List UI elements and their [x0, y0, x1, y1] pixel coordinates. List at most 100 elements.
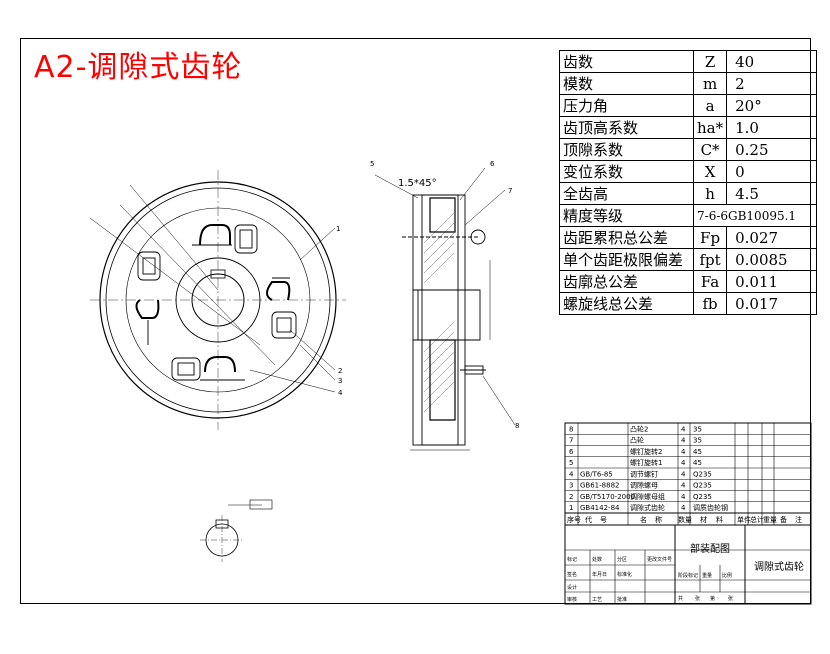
bom-header: 序号代号名称数量材料单件总计重量备注: [567, 515, 802, 524]
title-block: [565, 525, 811, 604]
title-block-labels: 标记处数分区更改文件号签名年月日设计标准化审核工艺批准阶段标记重量比例共张第张: [567, 556, 733, 603]
title-block-label: 标准化: [617, 571, 632, 578]
param-symbol: C*: [692, 138, 728, 161]
title-block-label: 共: [678, 595, 683, 602]
callout-4: 4: [338, 389, 343, 397]
param-symbol: Fp: [692, 226, 728, 249]
bom-header-cell: 号: [600, 516, 607, 524]
param-symbol: m: [692, 72, 728, 95]
bom-cell-name: 螺钉旋转1: [630, 458, 662, 467]
bom-header-cell: 数量: [678, 515, 692, 524]
bom-header-cell: 代: [585, 515, 592, 524]
adjuster-left: [135, 251, 161, 345]
title-block-label: 分区: [617, 556, 627, 563]
callout-8: 8: [515, 422, 519, 430]
param-symbol: X: [692, 160, 728, 183]
bom-cell-qty: 4: [681, 493, 686, 501]
title-block-label: 年月日: [592, 571, 607, 578]
chamfer-label: 1.5*45°: [398, 178, 437, 189]
bom-cell-qty: 4: [681, 459, 686, 467]
callout-1: 1: [336, 225, 340, 233]
param-value: 0.25: [726, 138, 818, 161]
bom-cell-name: 调隙螺母组: [630, 492, 665, 501]
bom-header-cell: 料: [716, 515, 723, 524]
bom-cell-material: Q235: [693, 493, 712, 501]
bom-cell-qty: 4: [681, 425, 686, 433]
title-block-label: 工艺: [592, 597, 602, 603]
bom-cell-qty: 4: [681, 437, 686, 445]
param-value: 0.027: [726, 226, 818, 249]
bom-cell-code: GB61-8882: [580, 482, 619, 490]
param-name: 齿顶高系数: [559, 116, 694, 139]
part-name: 调隙式齿轮: [754, 560, 804, 573]
param-value: 20°: [726, 94, 818, 117]
param-symbol: h: [692, 182, 728, 205]
param-name: 顶隙系数: [559, 138, 694, 161]
param-name: 螺旋线总公差: [559, 292, 694, 315]
bom-cell-no: 2: [569, 493, 573, 501]
bom-cell-name: 调隙螺母: [630, 481, 658, 490]
bom-cell-name: 凸轮2: [630, 424, 648, 433]
bom-header-cell: 序号: [567, 515, 581, 524]
callout-6: 6: [490, 160, 495, 168]
bom-cell-qty: 4: [681, 482, 686, 490]
bom-header-cell: 重量: [763, 516, 777, 524]
adjuster-right: [266, 277, 297, 339]
bom-cell-no: 8: [569, 425, 573, 433]
front-view: [89, 170, 346, 430]
section-view: [374, 167, 516, 451]
title-block-label: 批准: [617, 596, 627, 603]
bom-cell-qty: 4: [681, 448, 686, 456]
side-callouts: 5 6 7 8: [370, 160, 519, 430]
callout-7: 7: [508, 187, 512, 195]
bom-header-cell: 总计: [750, 515, 764, 524]
bom-cell-material: 45: [693, 459, 702, 467]
bom-cell-code: GB/T5170-2000: [580, 493, 635, 501]
bom-header-cell: 称: [655, 515, 662, 524]
title-block-label: 张: [728, 595, 733, 602]
bom-cell-name: 螺钉旋转2: [630, 447, 662, 456]
adjuster-bottom: [171, 356, 245, 381]
bom-header-cell: 材: [700, 515, 707, 524]
bom-cell-material: 45: [693, 448, 702, 456]
bom-cell-name: 调隙式齿轮: [630, 503, 665, 512]
param-symbol: ha*: [692, 116, 728, 139]
title-block-label: 第: [710, 595, 715, 602]
param-value: 1.0: [726, 116, 818, 139]
bom-cell-no: 1: [569, 504, 573, 512]
title-block-label: 比例: [722, 572, 732, 579]
drawing-name: 部装配图: [690, 542, 730, 555]
front-callouts: 1 2 3 4: [336, 225, 343, 397]
bom-cell-material: Q235: [693, 470, 712, 478]
adjuster-top: [192, 224, 258, 254]
bom-cell-name: 调节螺钉: [630, 469, 658, 478]
bom-cell-code: GB/T6-85: [580, 470, 613, 478]
bom-cell-name: 凸轮: [630, 436, 644, 445]
bom-header-cell: 注: [795, 515, 802, 524]
bom-cell-qty: 4: [681, 504, 686, 512]
bom-cell-no: 4: [569, 470, 574, 478]
bom-cell-no: 7: [569, 437, 573, 445]
drawing-frame: [20, 38, 811, 604]
title-block-label: 张: [695, 595, 700, 602]
bom-table: [564, 422, 812, 605]
param-merged-value: 7-6-6GB10095.1: [692, 204, 818, 227]
section-hatching: [423, 212, 455, 413]
bom-header-cell: 名: [640, 515, 647, 524]
title-block-label: 审核: [567, 596, 577, 603]
param-symbol: fb: [692, 292, 728, 315]
drawing-title: A2-调隙式齿轮: [34, 50, 243, 85]
bom-cell-code: GB4142-84: [580, 504, 620, 512]
title-block-label: 设计: [567, 584, 577, 591]
title-block-label: 阶段标记: [678, 572, 698, 579]
bom-cell-material: 35: [693, 437, 702, 445]
param-value: 0.017: [726, 292, 818, 315]
keyway-detail: [200, 499, 273, 562]
